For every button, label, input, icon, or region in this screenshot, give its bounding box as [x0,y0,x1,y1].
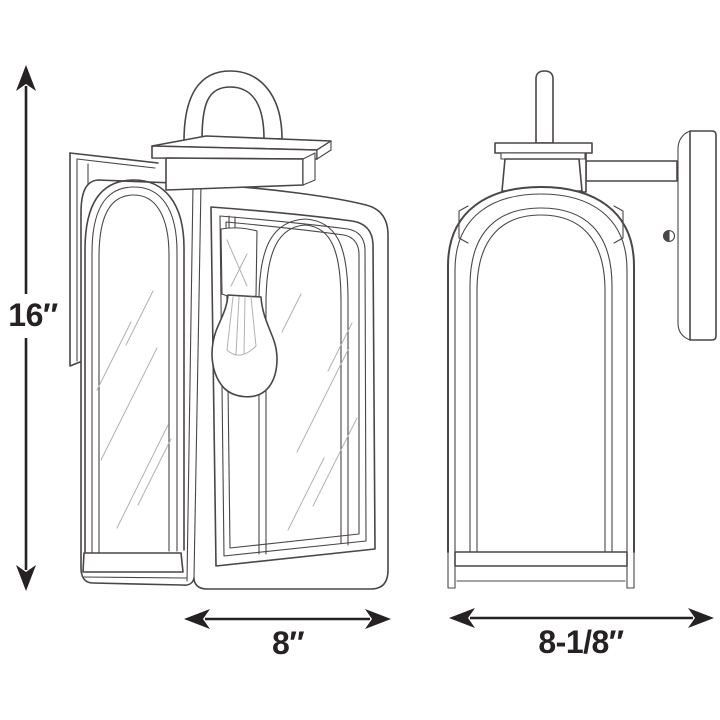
arm-bar [585,160,678,182]
wall-plate-top-edge [69,152,159,164]
dome-frame-second [454,193,628,553]
body-corner-edge-inner [186,185,194,582]
bulb-filament [226,296,257,356]
base-band [454,551,628,567]
cap-lip-side-face [316,140,332,160]
height-dimension: 16″ [8,65,58,591]
dome-glass-edge [476,214,606,553]
left-window-frame-inner [98,194,170,554]
height-dimension-label: 16″ [8,297,58,333]
body-corner-edge-outer [193,184,202,579]
side-width-dimension: 8-1/8″ [449,608,714,660]
left-arched-window [82,179,187,579]
socket-highlight [226,239,248,287]
cap-plate-side [494,142,593,154]
wall-plate-side-view [677,130,717,341]
arrowhead-right-icon [365,609,391,629]
side-width-dimension-label: 8-1/8″ [538,624,623,660]
arrowhead-down-icon [16,565,36,591]
left-face-bottom-band [82,552,187,579]
arrowhead-left-icon [449,608,475,628]
left-window-glass-reflections [96,290,172,529]
cap-neck-side [501,158,583,192]
bulb-socket [220,227,258,299]
inner-glass-arch-inner [265,224,342,555]
base-right-leg [626,551,635,589]
left-band-face [82,552,184,573]
front-window-frame-inner [219,215,367,557]
loop-handle-ring [183,70,283,142]
arrowhead-left-icon [184,609,210,629]
loop-handle [183,70,283,142]
dome-body [447,186,635,553]
left-window-frame-mid [91,186,178,554]
front-window-frame-outer [210,206,376,567]
arrowhead-right-icon [688,608,714,628]
base-left-leg [447,551,456,589]
dome-frame-outer [447,186,635,553]
wall-plate-bevel-top [76,158,156,169]
front-window-pane-edge [225,221,360,549]
front-width-dimension: 8″ [184,609,391,661]
front-width-dimension-label: 8″ [272,625,304,661]
cap-side-view [494,142,593,192]
cap-box-front-face [165,157,304,191]
dome-base [447,551,635,589]
side-view-drawing [447,70,717,589]
dome-frame-third [469,207,613,553]
inner-glass-arch-outer [258,218,349,555]
left-band-lower-line [82,576,187,579]
front-window [210,206,376,567]
screw-shading [663,230,669,242]
mounting-arm [577,152,678,193]
cap-plate-lower-strip [500,152,586,160]
mounting-screw [662,229,676,243]
wall-plate-body [689,130,717,341]
cap-box-side-face [302,152,316,186]
dome-fill [448,187,634,552]
front-window-glass-reflections [230,253,358,531]
arrowhead-up-icon [16,65,36,91]
wall-plate-front-profile [677,130,691,341]
left-window-frame-outer [84,179,185,554]
front-view-drawing [69,70,389,590]
cap-assembly [151,135,332,191]
wall-plate-left-edge [69,152,86,367]
bulb-assembly [211,215,278,398]
loop-rod-side [535,70,554,144]
